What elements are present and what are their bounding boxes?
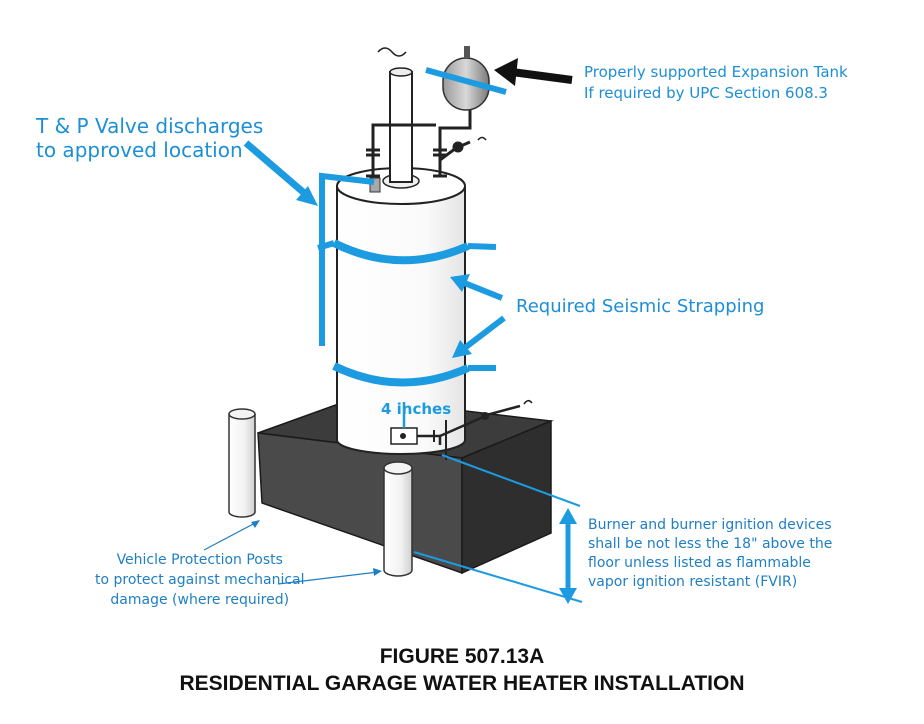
- seismic-strap-lower: [332, 362, 496, 387]
- tp-valve-label-line-1: T & P Valve discharges: [36, 114, 264, 138]
- tp-pointer-arrow: [243, 140, 318, 206]
- expansion-tank-strap: [425, 67, 507, 95]
- expansion-tank-label-line-2: If required by UPC Section 608.3: [584, 84, 828, 102]
- seismic-strap-upper: [317, 239, 497, 265]
- vehicle-posts-label: Vehicle Protection Posts to protect agai…: [95, 550, 305, 610]
- posts-label-line-2: to protect against mechanical: [95, 572, 305, 588]
- four-inches-text: 4 inches: [381, 400, 451, 418]
- seismic-pointer-upper: [450, 274, 504, 301]
- seismic-strapping-label: Required Seismic Strapping: [516, 296, 765, 317]
- burner-label-line-2: shall be not less the 18" above the: [588, 536, 833, 552]
- protection-post-left: [228, 408, 256, 518]
- supply-pipes: [366, 110, 487, 178]
- burner-clearance-label: Burner and burner ignition devices shall…: [588, 516, 832, 592]
- figure-number: FIGURE 507.13A: [379, 645, 545, 668]
- burner-label-line-1: Burner and burner ignition devices: [588, 517, 832, 533]
- expansion-tank-label-line-1: Properly supported Expansion Tank: [584, 63, 848, 81]
- figure-title: RESIDENTIAL GARAGE WATER HEATER INSTALLA…: [179, 672, 745, 695]
- burner-label-line-3: floor unless listed as flammable: [588, 555, 811, 571]
- posts-label-line-3: damage (where required): [110, 592, 290, 608]
- tp-valve-label: T & P Valve discharges to approved locat…: [36, 114, 263, 162]
- tank-pointer-arrow: [494, 58, 573, 86]
- protection-post-right: [383, 461, 413, 577]
- posts-label-line-1: Vehicle Protection Posts: [116, 552, 283, 568]
- posts-leader-lines: [203, 520, 382, 585]
- vent-pipe: [377, 47, 420, 189]
- tp-valve-discharge: [319, 172, 381, 346]
- gas-control: [390, 399, 533, 460]
- expansion-tank-label: Properly supported Expansion Tank If req…: [584, 62, 848, 104]
- tp-valve-label-line-2: to approved location: [36, 138, 243, 162]
- burner-label-line-4: vapor ignition resistant (FVIR): [588, 574, 798, 590]
- clearance-dimension: [413, 454, 583, 604]
- seismic-pointer-lower: [452, 315, 506, 358]
- figure-caption: FIGURE 507.13A RESIDENTIAL GARAGE WATER …: [0, 643, 924, 697]
